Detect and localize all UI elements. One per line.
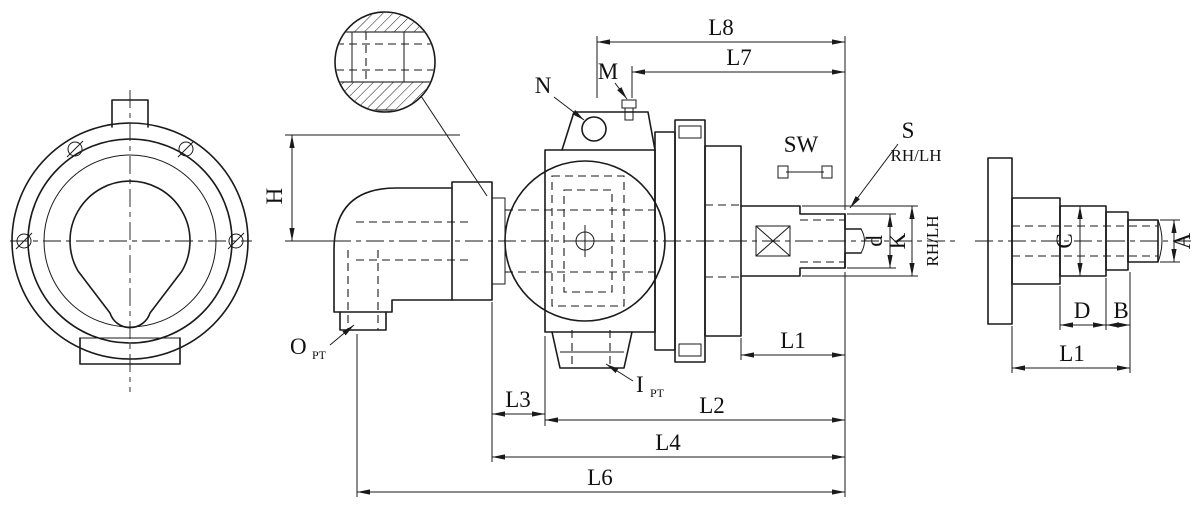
label-rh-lh-axis: RH/LH [923, 216, 942, 267]
label-s: S [902, 118, 915, 143]
dim-label-l4: L4 [655, 430, 681, 455]
dim-label-l6: L6 [587, 465, 613, 490]
dim-label-h: H [262, 188, 287, 205]
dim-label-d: d [862, 235, 887, 247]
front-view [10, 90, 252, 392]
dimensions-end: C A D B L1 [1011, 206, 1195, 373]
plug-stem [624, 107, 634, 121]
detail-view [334, 11, 488, 197]
elbow-housing [333, 181, 506, 331]
dim-label-l3: L3 [505, 387, 531, 412]
joint-body [504, 99, 666, 369]
vent-hole [581, 116, 607, 142]
dim-label-k: K [885, 232, 910, 249]
label-i-port: I [636, 372, 644, 397]
bolt-top [678, 125, 702, 139]
dim-label-l8: L8 [708, 15, 734, 40]
cross-hole-symbol [755, 225, 791, 257]
bolt-holes [15, 140, 245, 250]
top-boss [561, 111, 656, 151]
dim-label-l7: L7 [726, 45, 752, 70]
dim-label-l2: L2 [699, 393, 725, 418]
flange-inner-ring [27, 138, 233, 344]
shaft [740, 205, 865, 277]
label-n: N [535, 73, 552, 98]
dimensions-main: L8 L7 N M H SW S RH/LH d [262, 15, 942, 497]
flange-stack [654, 119, 742, 363]
label-m: M [598, 59, 618, 84]
detail-balloon-circle [334, 11, 436, 113]
dim-label-l1: L1 [780, 328, 806, 353]
label-rh-lh: RH/LH [891, 146, 942, 165]
bolt-bottom [678, 343, 702, 357]
bottom-foot [79, 337, 181, 365]
label-sw: SW [784, 132, 819, 157]
shaft-tip [860, 228, 865, 254]
plug-cap [621, 99, 637, 109]
dim-label-d-cap: D [1074, 298, 1091, 323]
dim-label-l1-end: L1 [1059, 341, 1085, 366]
end-stub [1127, 219, 1159, 263]
end-view: C A D B L1 [975, 157, 1195, 373]
label-o-port-sub: PT [312, 348, 327, 362]
top-port-boss [111, 99, 149, 128]
dim-label-b: B [1113, 298, 1128, 323]
label-o-port: O [290, 334, 307, 359]
dim-label-c: C [1052, 233, 1077, 248]
flange-outer-circle [11, 122, 249, 360]
dim-label-a: A [1170, 232, 1195, 249]
keyhole-profile [69, 180, 191, 329]
bottom-port-boss [551, 331, 633, 369]
section-view: L8 L7 N M H SW S RH/LH d [262, 15, 958, 497]
detail-leader-line [420, 95, 488, 197]
body-round-casing [504, 160, 666, 322]
bearing-housing [704, 145, 742, 337]
label-i-port-sub: PT [650, 386, 665, 400]
wrench-icon [777, 165, 833, 179]
